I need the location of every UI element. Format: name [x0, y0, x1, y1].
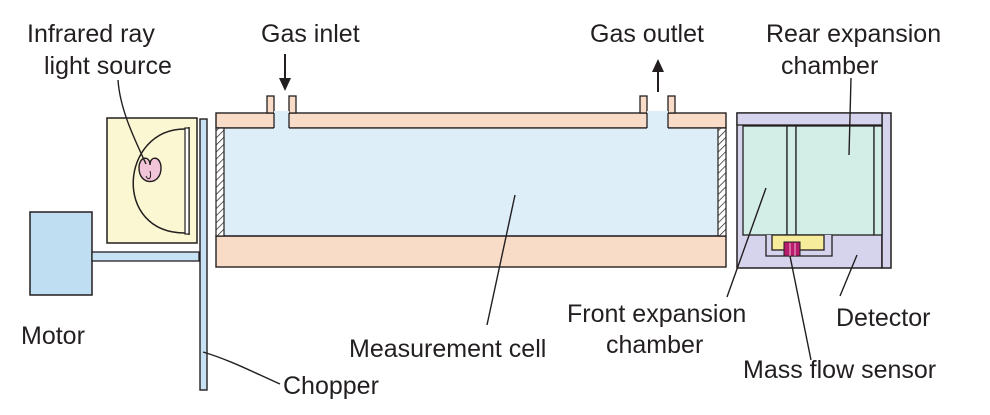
label-measurement-cell: Measurement cell: [349, 335, 546, 363]
lamp-filament: [145, 170, 151, 180]
right-cell-window: [717, 127, 727, 237]
reflector: [132, 128, 189, 234]
label-motor: Motor: [21, 322, 85, 350]
chopper-blade: [199, 118, 208, 391]
label-gas-outlet: Gas outlet: [590, 20, 704, 48]
gas-outlet-opening: [647, 111, 668, 130]
infrared-lamp: [138, 157, 162, 183]
left-cell-window: [215, 127, 225, 237]
chamber-separator: [786, 125, 797, 236]
label-rear-2: chamber: [781, 52, 878, 80]
motor-shaft: [91, 251, 200, 262]
leader-light-source: [117, 79, 147, 165]
gas-outlet-pipe-right: [667, 95, 676, 114]
leader-detector: [839, 254, 858, 297]
detector-end-plate: [881, 112, 892, 269]
front-expansion-chamber: [742, 125, 788, 236]
gas-inlet-pipe: [266, 95, 275, 114]
gas-inlet-opening: [274, 111, 289, 130]
label-front-2: chamber: [606, 331, 703, 359]
cell-bottom-wall: [215, 235, 727, 268]
leader-rear-chamber: [848, 77, 852, 156]
leader-mass-flow-sensor: [789, 255, 812, 361]
mass-flow-sensor-element: [783, 241, 801, 257]
leader-front-chamber: [726, 187, 767, 298]
rear-chamber-end: [873, 125, 883, 236]
cell-interior: [216, 128, 726, 236]
rear-expansion-chamber: [795, 125, 875, 236]
motor-box: [29, 211, 93, 296]
leader-chopper: [202, 351, 281, 385]
lamp-window: [184, 127, 190, 235]
label-infrared-2: light source: [44, 52, 172, 80]
label-infrared-1: Infrared ray: [27, 20, 155, 48]
label-mass-flow-sensor: Mass flow sensor: [743, 356, 936, 384]
gas-inlet-pipe-right: [288, 95, 297, 114]
gas-outlet-pipe-left: [639, 95, 648, 114]
leader-measurement-cell: [486, 194, 516, 326]
label-rear-1: Rear expansion: [766, 20, 941, 48]
detector-cover: [736, 112, 883, 126]
leader-lines: [117, 77, 858, 385]
gas-inlet-arrowhead: [279, 78, 291, 91]
label-detector: Detector: [836, 304, 930, 332]
gas-outlet-arrowhead: [652, 59, 664, 72]
label-gas-inlet: Gas inlet: [261, 20, 360, 48]
label-chopper: Chopper: [283, 372, 379, 400]
label-front-1: Front expansion: [567, 300, 746, 328]
